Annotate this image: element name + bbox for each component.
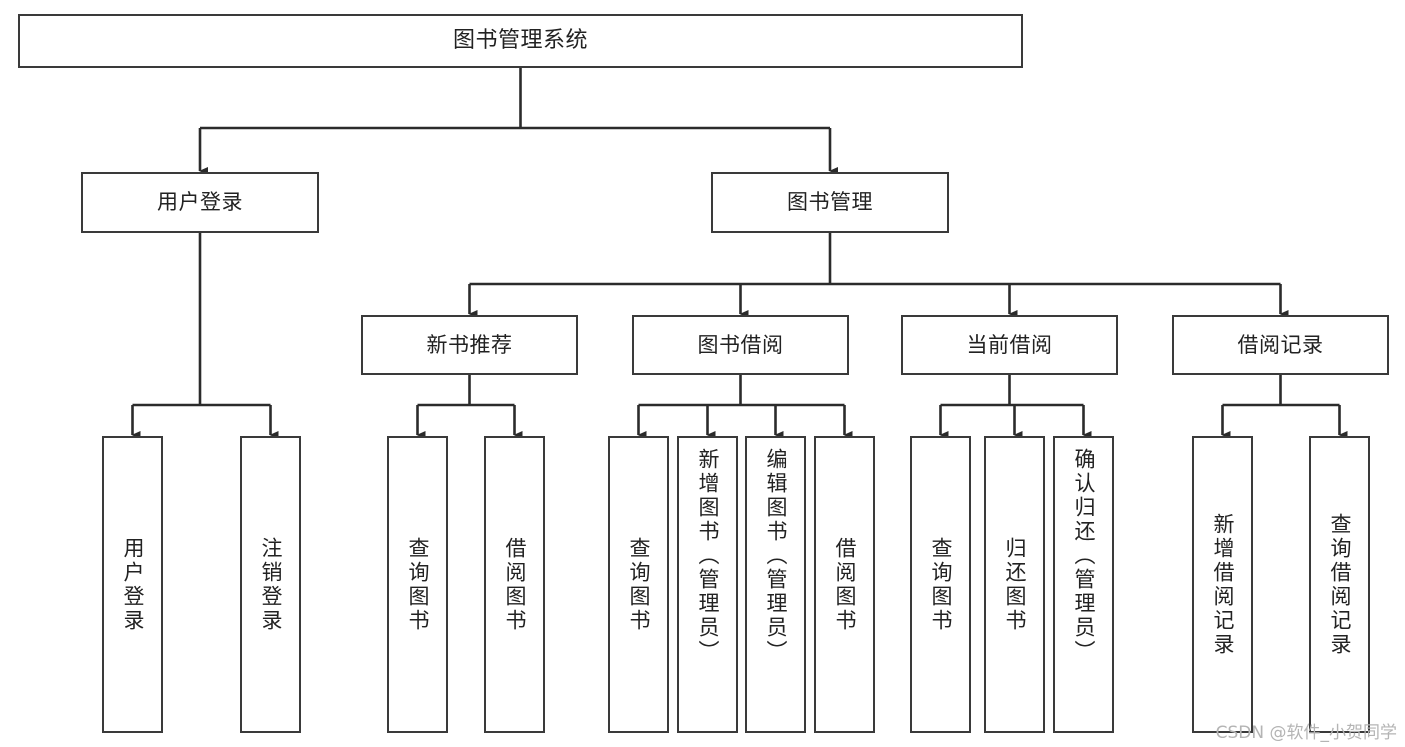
node-label: 归还图书 (1003, 536, 1027, 633)
node-label: 用户登录 (121, 536, 145, 633)
leaf-node-borrow-book[interactable]: 借阅图书 (814, 436, 875, 733)
leaf-node-query-book-current[interactable]: 查询图书 (910, 436, 971, 733)
node-label: 当前借阅 (966, 332, 1053, 357)
node-label: 编辑图书（管理员） (764, 448, 788, 664)
node-label: 用户登录 (157, 190, 243, 215)
node-label: 借阅图书 (833, 536, 857, 633)
edges (131, 68, 1348, 439)
node-current-borrowing[interactable]: 当前借阅 (901, 315, 1118, 375)
node-label: 借阅记录 (1237, 332, 1324, 357)
leaf-node-query-book-recommendation[interactable]: 查询图书 (387, 436, 448, 733)
leaf-node-add-book-admin[interactable]: 新增图书（管理员） (677, 436, 738, 733)
leaf-node-logout[interactable]: 注销登录 (240, 436, 301, 733)
node-label: 注销登录 (259, 536, 283, 633)
leaf-node-query-borrow-record[interactable]: 查询借阅记录 (1309, 436, 1370, 733)
node-label: 新增借阅记录 (1211, 512, 1235, 657)
node-label: 图书管理 (787, 190, 873, 215)
leaf-node-add-borrow-record[interactable]: 新增借阅记录 (1192, 436, 1253, 733)
node-label: 查询图书 (627, 536, 651, 633)
watermark-text: CSDN @软件_小贺同学 (1215, 723, 1397, 743)
node-label: 新书推荐 (426, 332, 513, 357)
node-label: 确认归还（管理员） (1072, 448, 1096, 664)
leaf-node-query-book-borrowing[interactable]: 查询图书 (608, 436, 669, 733)
node-user-login[interactable]: 用户登录 (81, 172, 319, 233)
node-label: 新增图书（管理员） (696, 448, 720, 664)
node-label: 查询图书 (929, 536, 953, 633)
node-root-book-management-system[interactable]: 图书管理系统 (18, 14, 1023, 68)
node-label: 查询图书 (406, 536, 430, 633)
node-book-borrowing[interactable]: 图书借阅 (632, 315, 849, 375)
node-label: 借阅图书 (503, 536, 527, 633)
leaf-node-confirm-return-admin[interactable]: 确认归还（管理员） (1053, 436, 1114, 733)
leaf-node-user-login[interactable]: 用户登录 (102, 436, 163, 733)
node-new-book-recommendation[interactable]: 新书推荐 (361, 315, 578, 375)
leaf-node-return-book[interactable]: 归还图书 (984, 436, 1045, 733)
node-book-management[interactable]: 图书管理 (711, 172, 949, 233)
node-label: 图书借阅 (697, 332, 784, 357)
leaf-node-borrow-book-recommendation[interactable]: 借阅图书 (484, 436, 545, 733)
node-label: 查询借阅记录 (1328, 512, 1352, 657)
leaf-node-edit-book-admin[interactable]: 编辑图书（管理员） (745, 436, 806, 733)
node-label: 图书管理系统 (452, 28, 588, 54)
node-borrowing-record[interactable]: 借阅记录 (1172, 315, 1389, 375)
